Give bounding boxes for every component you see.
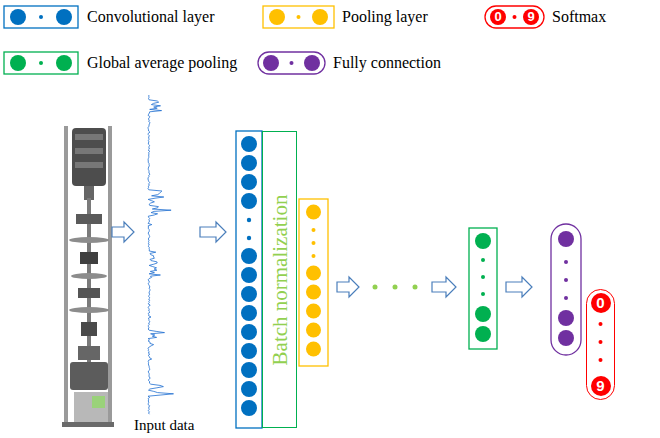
signal-trace — [148, 95, 174, 414]
softmax-box: 09 — [586, 289, 615, 400]
fully-connected-layer — [551, 224, 581, 355]
softmax-output: 9 — [591, 376, 611, 396]
legend-swatch — [262, 5, 335, 29]
vertical-label: Batch normalization — [267, 194, 292, 365]
swatch-graphic — [257, 51, 326, 75]
test-rig-illustration — [62, 126, 114, 427]
vibration-signal — [148, 95, 174, 414]
swatch-graphic — [3, 51, 79, 75]
legend-label: Global average pooling — [87, 51, 237, 75]
convolutional-layer — [236, 131, 262, 428]
swatch-digit: 0 — [490, 9, 506, 25]
legend-swatch — [257, 51, 326, 75]
legend-swatch — [484, 5, 545, 29]
batch-normalization-box: Batch normalization — [262, 131, 297, 428]
legend-swatch — [3, 5, 79, 29]
legend-swatch — [3, 51, 79, 75]
swatch-digit: 9 — [523, 9, 539, 25]
legend-label: Softmax — [552, 5, 606, 29]
swatch-graphic — [484, 5, 545, 29]
legend-label: Fully connection — [333, 51, 441, 75]
global-average-pooling-layer — [469, 228, 497, 349]
swatch-graphic — [3, 5, 79, 29]
legend-label: Pooling layer — [342, 5, 428, 29]
swatch-graphic — [262, 5, 335, 29]
legend-label: Convolutional layer — [87, 5, 215, 29]
softmax-output: 0 — [591, 293, 611, 313]
ellipsis-dots — [373, 285, 418, 290]
input-caption: Input data — [133, 417, 195, 434]
pooling-layer — [299, 199, 328, 366]
